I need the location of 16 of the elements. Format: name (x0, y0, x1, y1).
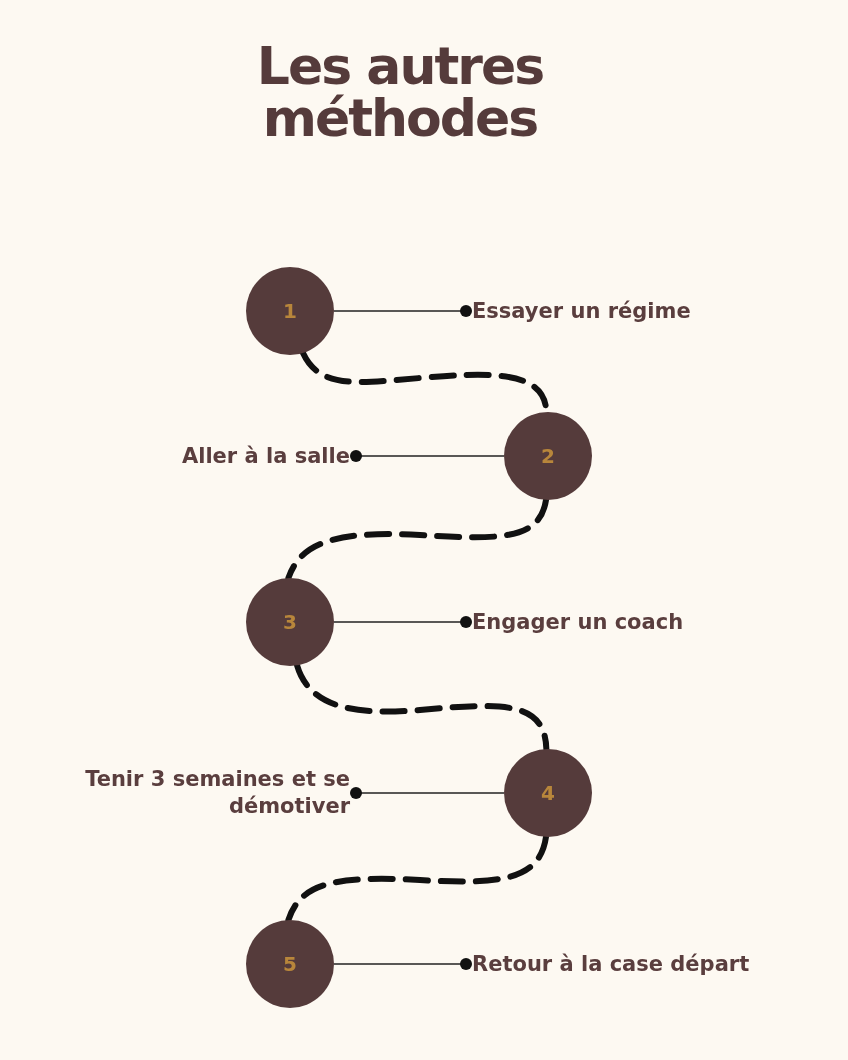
step-label: Aller à la salle (181, 442, 350, 470)
step-number: 2 (541, 444, 555, 468)
leader-line (350, 787, 505, 799)
step-label: Tenir 3 semaines et se démotiver (10, 766, 350, 820)
leader-line (333, 616, 472, 628)
step-number: 5 (283, 952, 297, 976)
leader-line (350, 450, 505, 462)
step-number: 4 (541, 781, 555, 805)
step-label: Engager un coach (472, 608, 684, 636)
step-number: 3 (283, 610, 297, 634)
step-number: 1 (283, 299, 297, 323)
step-label: Retour à la case départ (472, 950, 750, 978)
step-label: Essayer un régime (472, 297, 691, 325)
leader-line (333, 958, 472, 970)
title: Les autres méthodes (255, 40, 545, 144)
leader-line (333, 305, 472, 317)
